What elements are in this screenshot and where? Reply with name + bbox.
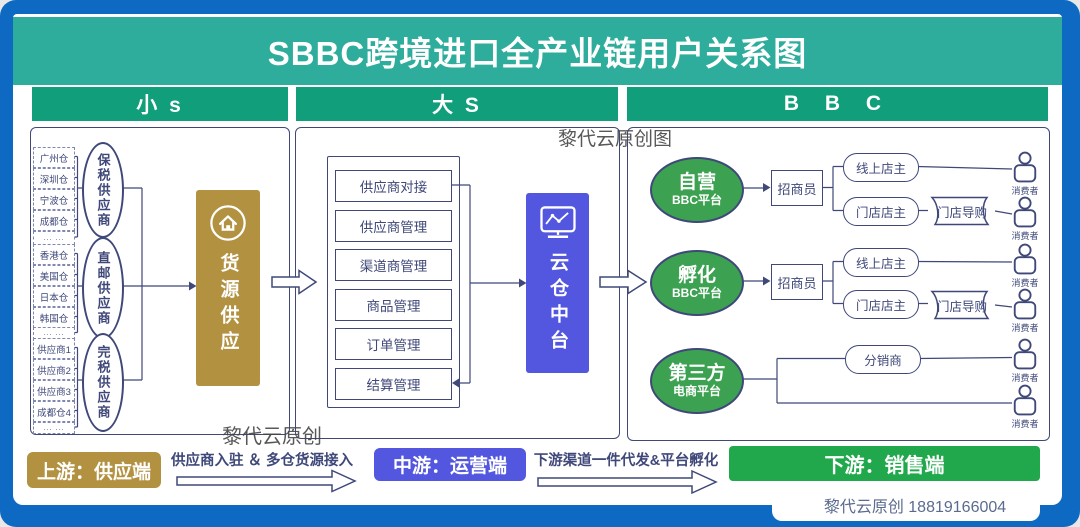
supplier-type-oval: 直邮供应商	[82, 237, 124, 339]
warehouse-node: 广州仓	[33, 147, 75, 168]
consumer-label: 消费者	[1011, 323, 1039, 333]
column-header-big-s: 大 S	[296, 87, 618, 121]
consumer-person-icon	[1013, 243, 1037, 275]
platform-node-incubated: 孵化 BBC平台	[650, 250, 744, 316]
platform-sub: 电商平台	[672, 384, 721, 399]
offline-store-node: 门店店主	[843, 197, 919, 226]
supplier-node: 供应商2	[33, 359, 75, 380]
cloud-warehouse-monitor-icon	[539, 206, 576, 238]
consumer-label: 消费者	[1011, 186, 1039, 196]
module-node: 订单管理	[335, 328, 452, 360]
watermark-bottom: 黎代云原创 18819166004	[823, 499, 1007, 516]
offline-store-node: 门店店主	[843, 290, 919, 319]
consumer-node: 消费者	[1003, 338, 1047, 384]
platform-name: 自营	[677, 172, 716, 194]
warehouse-node: 宁波仓	[33, 189, 75, 210]
module-node: 供应商管理	[335, 210, 452, 242]
upstream-badge: 上游：供应端	[27, 452, 161, 488]
platform-sub: BBC平台	[672, 286, 722, 301]
platform-sub: BBC平台	[672, 193, 722, 208]
tape-shape	[930, 290, 990, 320]
consumer-node: 消费者	[1003, 384, 1047, 430]
column-header-bbc: B B C	[627, 87, 1048, 121]
modules-frame	[327, 156, 460, 408]
platform-name: 第三方	[668, 363, 726, 385]
supplier-node: 供应商3	[33, 380, 75, 401]
consumer-person-icon	[1013, 288, 1037, 320]
supplier-type-label: 完税供应商	[95, 345, 111, 420]
consumer-node: 消费者	[1003, 196, 1047, 242]
consumer-person-icon	[1013, 196, 1037, 228]
consumer-label: 消费者	[1011, 419, 1039, 429]
cloud-warehouse-hub-label: 云仓中台	[547, 252, 568, 356]
consumer-node: 消费者	[1003, 288, 1047, 334]
supplier-type-oval: 完税供应商	[82, 333, 124, 432]
warehouse-home-icon	[210, 205, 246, 241]
cloud-warehouse-hub: 云仓中台	[526, 193, 589, 373]
warehouse-ellipsis-node: ... ...	[33, 231, 75, 245]
supplier-ellipsis-node: ... ...	[33, 422, 75, 434]
midstream-badge: 中游：运营端	[374, 448, 526, 481]
consumer-person-icon	[1013, 384, 1037, 416]
platform-node-self-operated: 自营 BBC平台	[650, 157, 744, 223]
watermark-middle: 黎代云原创	[222, 426, 322, 448]
flow1-label: 供应商入驻 ＆ 多仓货源接入	[170, 453, 354, 469]
consumer-node: 消费者	[1003, 243, 1047, 289]
supplier-type-label: 保税供应商	[95, 152, 111, 228]
store-guide-label: 门店导购	[936, 205, 987, 220]
warehouse-node: 香港仓	[33, 244, 75, 265]
watermark-top: 黎代云原创图	[558, 129, 673, 150]
module-node: 结算管理	[335, 368, 452, 400]
module-node: 渠道商管理	[335, 249, 452, 281]
supplier-node: 成都仓4	[33, 401, 75, 422]
warehouse-node: 日本仓	[33, 286, 75, 307]
consumer-node: 消费者	[1003, 151, 1047, 197]
consumer-label: 消费者	[1011, 373, 1039, 383]
store-guide-label: 门店导购	[936, 299, 987, 314]
recruiter-node: 招商员	[771, 264, 823, 300]
watermark-tab	[772, 505, 1040, 521]
store-guide-node: 门店导购	[928, 290, 996, 320]
warehouse-node: 深圳仓	[33, 168, 75, 189]
consumer-label: 消费者	[1011, 231, 1039, 241]
supplier-type-oval: 保税供应商	[82, 142, 124, 238]
module-node: 供应商对接	[335, 170, 452, 202]
consumer-person-icon	[1013, 338, 1037, 370]
store-guide-node: 门店导购	[928, 196, 996, 226]
consumer-person-icon	[1013, 151, 1037, 183]
supply-hub: 货源供应	[196, 190, 260, 386]
warehouse-node: 成都仓	[33, 210, 75, 231]
platform-name: 孵化	[677, 265, 716, 287]
supply-hub-label: 货源供应	[217, 253, 239, 357]
tape-shape	[930, 196, 990, 226]
distributor-node: 分销商	[845, 345, 921, 374]
flow2-label: 下游渠道一件代发&平台孵化	[533, 453, 719, 469]
supplier-node: 供应商1	[33, 338, 75, 359]
online-store-node: 线上店主	[843, 248, 919, 277]
warehouse-node: 韩国仓	[33, 307, 75, 328]
page-title: SBBC跨境进口全产业链用户关系图	[13, 17, 1062, 85]
platform-node-third-party: 第三方 电商平台	[650, 348, 744, 414]
downstream-badge: 下游：销售端	[729, 446, 1040, 481]
consumer-label: 消费者	[1011, 278, 1039, 288]
supplier-type-label: 直邮供应商	[95, 250, 111, 326]
warehouse-node: 美国仓	[33, 265, 75, 286]
online-store-node: 线上店主	[843, 153, 919, 182]
module-node: 商品管理	[335, 289, 452, 321]
recruiter-node: 招商员	[771, 170, 823, 206]
column-header-small-s: 小 s	[32, 87, 288, 121]
